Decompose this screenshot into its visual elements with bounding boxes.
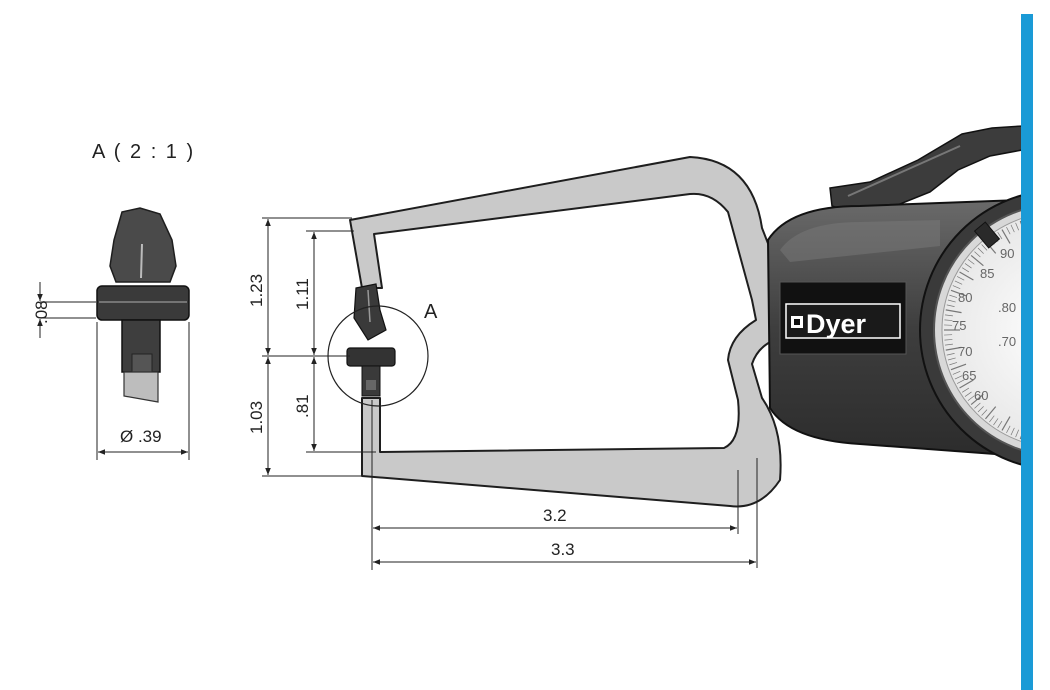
dial-label: .80 <box>998 300 1016 315</box>
detail-view: A ( 2 : 1 ) .08 Ø .39 <box>32 141 195 460</box>
dial-label: 85 <box>980 266 994 281</box>
brand-name: Dyer <box>806 309 867 339</box>
dim-thickness: .08 <box>32 300 51 324</box>
dial: 90 85 80 .80 75 70 .70 65 60 <box>919 194 1021 466</box>
dial-label: 65 <box>962 368 976 383</box>
dial-label: .70 <box>998 334 1016 349</box>
dim-diameter: Ø .39 <box>120 427 162 446</box>
upper-lever <box>829 125 1021 213</box>
dial-label: 80 <box>958 290 972 305</box>
callout-label: A <box>424 301 438 323</box>
detail-upper-tip <box>109 207 177 283</box>
dim-outer-lower: 1.03 <box>247 401 266 434</box>
dim-depth-outer: 3.3 <box>551 540 575 559</box>
dim-outer-upper: 1.23 <box>247 274 266 307</box>
caliper-frame <box>349 156 791 508</box>
dial-label: 70 <box>958 344 972 359</box>
dial-label: 75 <box>952 318 966 333</box>
detail-title: A ( 2 : 1 ) <box>92 141 195 163</box>
accent-bar <box>1021 14 1033 690</box>
dim-depth-inner: 3.2 <box>543 506 567 525</box>
dial-label: 60 <box>974 388 988 403</box>
dim-inner-upper: 1.11 <box>293 278 312 310</box>
detail-disk <box>96 285 190 321</box>
dial-label: 90 <box>1000 246 1014 261</box>
tip-disk <box>346 347 396 367</box>
dim-inner-lower: .81 <box>293 394 312 418</box>
dimension-lines <box>262 217 758 570</box>
